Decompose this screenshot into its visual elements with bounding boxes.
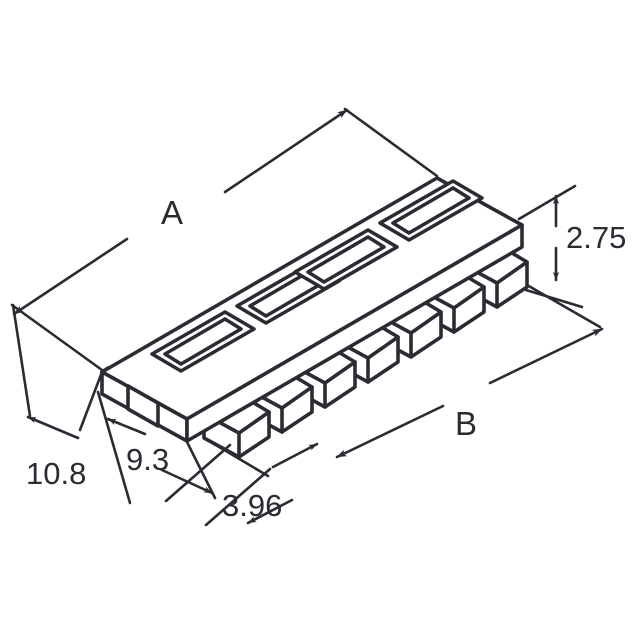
dimension-pitch-extension-line-left	[164, 443, 232, 503]
dimension-pitch	[164, 442, 319, 527]
dimension-width-inner-extension-line-right	[184, 438, 217, 500]
dimension-width-overall	[11, 303, 104, 440]
dimension-height	[517, 184, 584, 309]
housing-slot	[378, 179, 484, 242]
dimension-pitch-line-left	[271, 442, 319, 469]
dimension-width-overall-extension-line-right	[78, 370, 104, 432]
dimension-width-inner-line-left	[106, 417, 147, 436]
housing-slots-group	[150, 179, 484, 373]
dimension-B-label: B	[455, 405, 477, 442]
dimension-width-overall-line	[26, 415, 80, 440]
dimension-B-line-upper	[488, 327, 604, 385]
dimension-A-label: A	[161, 194, 183, 231]
dimension-height-extension-line-bottom	[524, 288, 584, 309]
dimension-width-overall-extension-line-left	[11, 303, 32, 418]
housing-notch	[126, 384, 160, 428]
dimension-height-label: 2.75	[566, 220, 626, 255]
dimension-B-extension-line-lower	[202, 436, 270, 478]
dimension-B-line-lower	[335, 404, 445, 459]
housing-slot	[150, 310, 256, 373]
dimension-pitch-extension-line-right	[204, 467, 272, 527]
housing-front-face	[185, 223, 524, 443]
dimension-width-inner-label: 9.3	[126, 442, 169, 477]
dimension-A-line-left	[12, 237, 129, 316]
dimension-width-inner-extension-line-left	[96, 390, 132, 505]
connector-housing	[100, 176, 529, 459]
dimension-pitch-label: 3.96	[222, 488, 282, 523]
dimension-pitch-line-right	[246, 498, 294, 525]
dimension-A-extension-line-upper	[343, 107, 439, 178]
housing-slot	[293, 228, 399, 291]
dimension-A-extension-line-lower	[10, 303, 104, 372]
dimension-A	[10, 107, 439, 372]
dimension-B	[202, 283, 604, 478]
dimension-width-overall-label: 10.8	[26, 456, 86, 491]
dimension-B-extension-line-upper	[525, 283, 602, 329]
dimension-height-extension-line-top	[517, 184, 577, 221]
dimension-A-line-right	[223, 108, 349, 194]
